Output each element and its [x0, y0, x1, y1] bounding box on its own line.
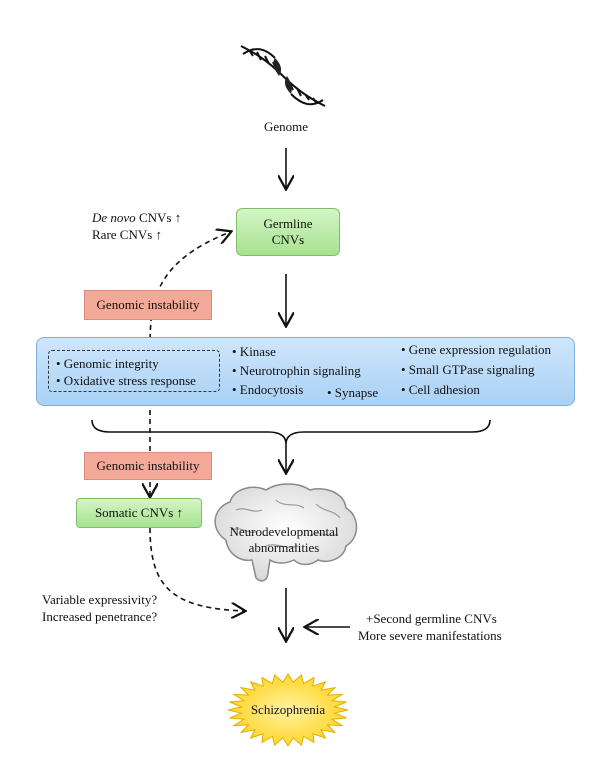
brain-icon: [214, 483, 358, 582]
dna-icon: [240, 45, 326, 107]
second-germline-note: +Second germline CNVs: [366, 611, 497, 626]
severe-manifestations-note: More severe manifestations: [358, 628, 502, 643]
pathway-oxidative-stress: • Oxidative stress response: [56, 373, 196, 388]
brain-label-line1: Neurodevelopmental: [229, 524, 339, 539]
genomic-instability-box-top: Genomic instability: [84, 290, 212, 320]
somatic-cnvs-box: Somatic CNVs ↑: [76, 498, 202, 528]
germline-line1: Germline: [263, 216, 313, 231]
burst-icon: [227, 673, 349, 747]
pathway-gtpase: • Small GTPase signaling: [401, 362, 535, 377]
pathways-box: [36, 337, 575, 406]
rare-note: Rare CNVs ↑: [92, 227, 163, 242]
germline-line2: CNVs: [271, 232, 305, 247]
pathway-brace: [91, 419, 491, 445]
variable-expressivity-note: Variable expressivity?: [42, 592, 158, 607]
increased-penetrance-note: Increased penetrance?: [42, 609, 158, 624]
genome-label: Genome: [263, 119, 309, 134]
pathway-gene-expression: • Gene expression regulation: [401, 342, 552, 357]
genomic-instability-box-bottom: Genomic instability: [84, 452, 212, 480]
dashed-group: [48, 350, 220, 392]
dashed-arrow-somatic-to-brain: [149, 527, 244, 611]
pathway-genomic-integrity: • Genomic integrity: [56, 356, 159, 371]
brain-label-line2: abnormalities: [248, 540, 320, 555]
pathway-cell-adhesion: • Cell adhesion: [401, 382, 480, 397]
germline-cnvs-box: Germline CNVs: [236, 208, 340, 256]
de-novo-rest: CNVs ↑: [135, 210, 182, 225]
pathway-neurotrophin: • Neurotrophin signaling: [232, 363, 361, 378]
de-novo-italic: De novo: [92, 210, 136, 225]
pathway-endocytosis: • Endocytosis: [232, 382, 304, 397]
pathway-synapse: • Synapse: [327, 385, 379, 400]
dashed-arrow-to-germline: [149, 232, 230, 349]
de-novo-note: De novo CNVs ↑: [92, 210, 181, 226]
pathway-kinase: • Kinase: [232, 344, 276, 359]
schizophrenia-label: Schizophrenia: [250, 702, 326, 717]
